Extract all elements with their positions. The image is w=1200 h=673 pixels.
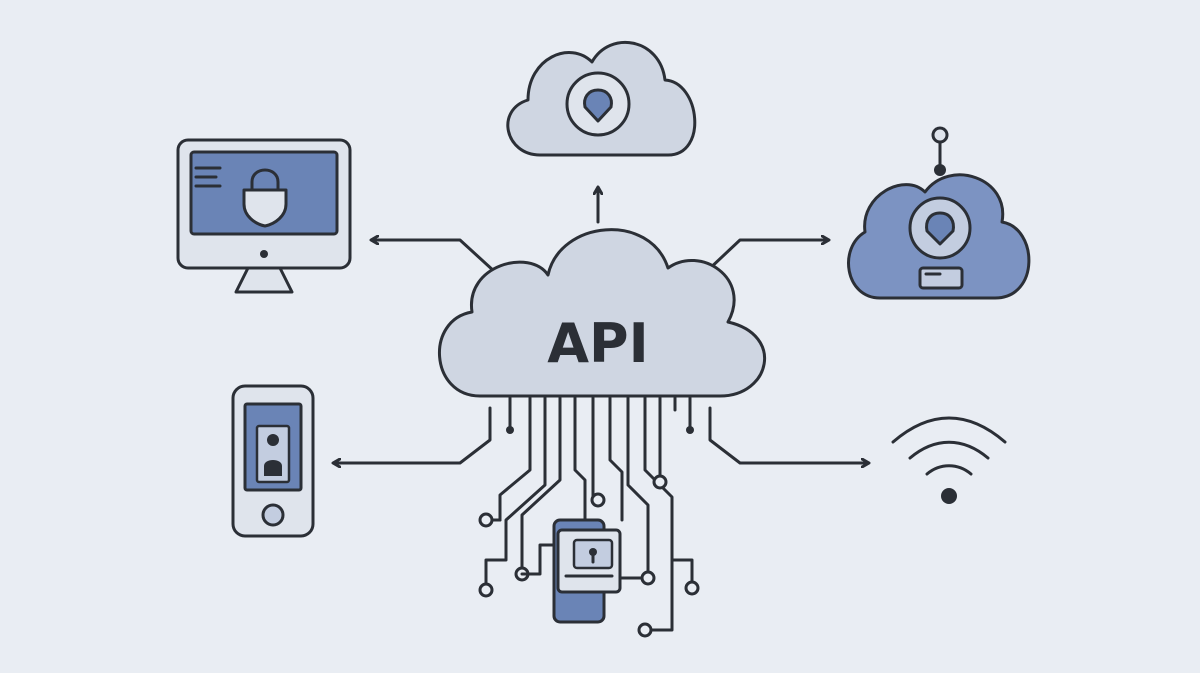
- wifi-icon: [891, 416, 1007, 504]
- desktop-lock-icon: [176, 138, 352, 294]
- arrow-to-robot-cloud: [704, 240, 828, 274]
- arrow-to-desktop: [372, 240, 497, 274]
- trace-node: [478, 582, 494, 598]
- api-label: API: [547, 312, 648, 375]
- api-cloud: API: [438, 228, 767, 398]
- api-cloud-shape: [438, 228, 767, 398]
- arrow-to-wifi: [708, 406, 868, 463]
- smartphone-user-icon: [231, 384, 315, 538]
- desktop-padlock-icon: [242, 168, 288, 228]
- robot-cloud-icon: [847, 126, 1031, 300]
- trace-node: [684, 580, 700, 596]
- arrow-to-smartphone: [334, 406, 492, 463]
- connector-arrows: [334, 188, 868, 463]
- cloud-security-icon: [506, 40, 697, 157]
- trace-node: [686, 426, 694, 434]
- padlock-device-icon: [552, 518, 622, 624]
- trace-node: [640, 570, 656, 586]
- circuit-traces: [478, 396, 700, 638]
- trace-node: [478, 512, 494, 528]
- trace-node: [652, 474, 668, 490]
- trace-node: [506, 426, 514, 434]
- trace-node: [590, 492, 606, 508]
- trace-node: [637, 622, 653, 638]
